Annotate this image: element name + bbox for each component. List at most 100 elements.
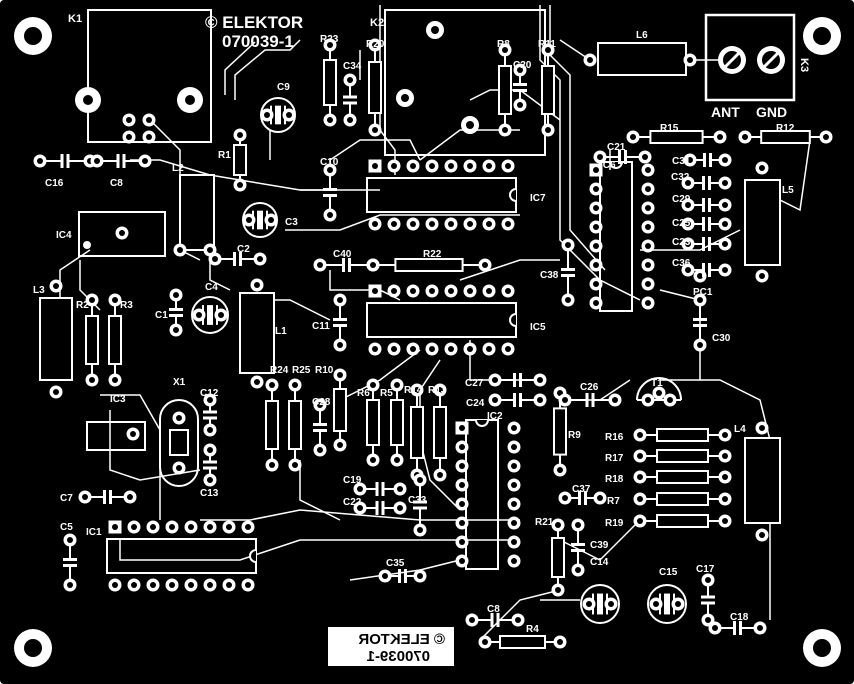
resistor-r8: R8	[497, 39, 512, 137]
connector-k3	[704, 13, 796, 102]
label-c20: C20	[513, 60, 532, 71]
label-c37: C37	[572, 484, 591, 495]
label-c16: C16	[45, 178, 64, 189]
electrolytic-c14: C14	[580, 557, 620, 624]
capacitor-c37: C37	[558, 484, 607, 505]
ic-ic7: IC7	[366, 159, 546, 231]
label-ic1: IC1	[86, 527, 102, 538]
capacitor-c20: C20	[513, 60, 532, 112]
capacitor-c8a: C8	[90, 154, 152, 189]
label-l1: L1	[275, 326, 287, 337]
capacitor-c28: C28	[312, 397, 331, 457]
gnd-label: GND	[756, 104, 787, 120]
label-c19: C19	[343, 475, 362, 486]
capacitor-c2: C2	[208, 244, 267, 266]
label-c5: C5	[60, 522, 73, 533]
resistor-r7: R7	[607, 492, 732, 507]
capacitor-c24: C24	[466, 393, 547, 409]
label-r9: R9	[568, 430, 581, 441]
label-r25: R25	[292, 365, 311, 376]
label-c23: C23	[672, 237, 691, 248]
label-c18: C18	[730, 612, 749, 623]
label-c26: C26	[580, 382, 599, 393]
capacitor-c18: C18	[708, 612, 767, 635]
capacitor-c35: C35	[378, 558, 427, 583]
label-c35: C35	[386, 558, 405, 569]
inductor-l2: L2	[172, 163, 217, 257]
capacitor-c11: C11	[312, 293, 347, 352]
label-r5: R5	[380, 388, 393, 399]
label-r21: R21	[535, 517, 554, 528]
label-c31: C31	[672, 156, 691, 167]
resistor-r13: R13	[428, 383, 447, 482]
label-c12: C12	[200, 388, 219, 399]
label-c40: C40	[333, 249, 352, 260]
resistor-r15: R15	[626, 123, 727, 144]
pc1: PC1	[693, 269, 713, 298]
label-l3: L3	[33, 285, 45, 296]
label-c29: C29	[672, 194, 691, 205]
label-ic4: IC4	[56, 230, 72, 241]
capacitor-c34: C34	[343, 61, 362, 127]
label-r20: R20	[366, 39, 385, 50]
inductor-l3: L3	[33, 279, 73, 399]
label-c17: C17	[696, 564, 715, 575]
label-ic6: IC6	[600, 160, 616, 171]
label-r13: R13	[428, 385, 447, 396]
label-c24: C24	[466, 398, 485, 409]
capacitor-c26: C26	[558, 382, 622, 407]
ic-ic5: IC5	[366, 284, 546, 356]
resistor-r21: R21	[535, 517, 565, 597]
label-ic3: IC3	[110, 394, 126, 405]
ant-label: ANT	[711, 104, 740, 120]
copyright-mirrored: © ELEKTOR 070039-1	[328, 627, 454, 666]
resistor-r14: R14	[404, 383, 424, 482]
label-r7: R7	[607, 496, 620, 507]
label-l6: L6	[636, 30, 648, 41]
label-c32: C32	[671, 172, 690, 183]
inductor-l4: L4	[734, 421, 781, 542]
copyright-text: © ELEKTOR	[205, 13, 303, 32]
ic-ic1: IC1	[86, 520, 257, 592]
capacitor-c1: C1	[155, 288, 183, 337]
resistor-r24: R24	[265, 365, 289, 472]
inductor-l6: L6	[583, 30, 697, 76]
label-r16: R16	[605, 432, 624, 443]
label-r1: R1	[218, 150, 231, 161]
resistor-r10: R10	[315, 365, 347, 452]
capacitor-c22: C22	[343, 497, 407, 515]
mounting-holes	[14, 17, 841, 667]
capacitor-c7: C7	[60, 490, 137, 504]
capacitor-c17: C17	[696, 564, 715, 627]
resistor-r18: R18	[605, 470, 732, 485]
label-ic7: IC7	[530, 193, 546, 204]
capacitor-c39: C39	[571, 518, 609, 577]
label-c1: C1	[155, 310, 168, 321]
capacitor-c36: C36	[672, 258, 732, 277]
capacitor-c27: C27	[465, 373, 547, 389]
label-c9: C9	[277, 82, 290, 93]
crystal-x1: X1	[159, 377, 199, 487]
label-c36: C36	[672, 258, 691, 269]
capacitor-c10: C10	[320, 157, 339, 222]
resistor-r1: R1	[218, 128, 247, 192]
label-k3: K3	[798, 58, 810, 72]
resistor-r9: R9	[553, 386, 581, 477]
capacitor-c25: C25	[672, 217, 732, 231]
capacitor-c21: C21	[593, 142, 652, 164]
label-c38: C38	[540, 270, 559, 281]
capacitor-c19: C19	[343, 475, 407, 496]
capacitor-c5: C5	[60, 522, 77, 592]
mirrored-code-text: 070039-1	[367, 648, 430, 665]
copyright-top: © ELEKTOR 070039-1	[205, 13, 303, 51]
resistor-r5: R5	[380, 378, 404, 467]
label-r3: R3	[120, 300, 133, 311]
capacitor-c38: C38	[540, 238, 575, 307]
label-ic5: IC5	[530, 322, 546, 333]
inductor-l1: L1	[239, 278, 287, 389]
label-c11: C11	[312, 321, 330, 332]
label-x1: X1	[173, 377, 186, 388]
